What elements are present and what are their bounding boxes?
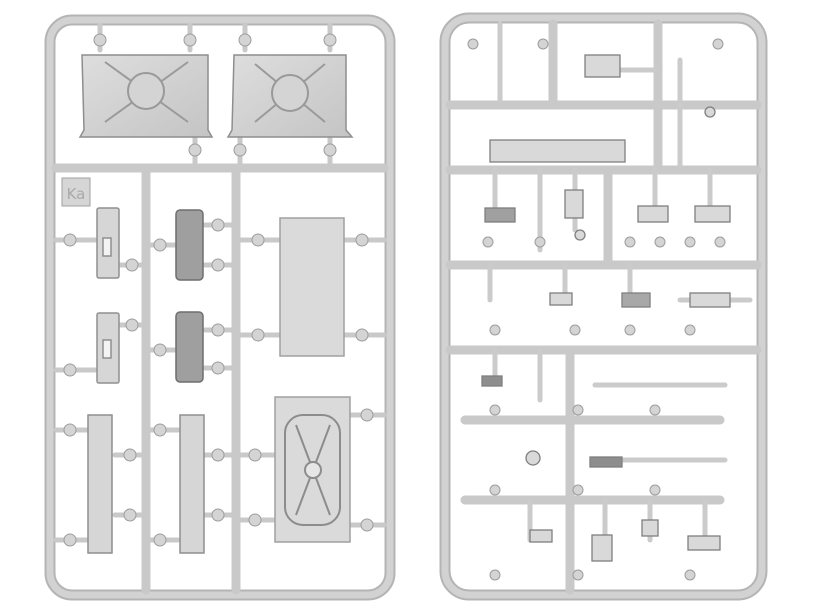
- right-small-parts: [481, 54, 731, 562]
- right-sprue: [439, 12, 768, 601]
- hatch-parts: [175, 209, 204, 383]
- plate-parts: [274, 217, 351, 543]
- sprue-tag-label: Ka: [67, 185, 86, 203]
- right-sprue-nubs: [467, 38, 726, 581]
- fuel-tank-panel-right: [226, 54, 354, 138]
- fuel-tank-panel-left: [78, 54, 214, 138]
- left-sprue-nubs: [63, 33, 374, 547]
- sprue-tag: Ka: [61, 177, 91, 207]
- bracket-parts: [87, 207, 205, 554]
